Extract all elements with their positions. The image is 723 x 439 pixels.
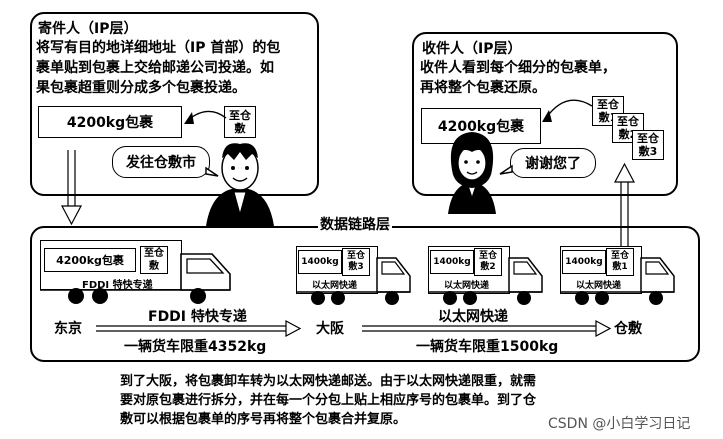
down-arrow [61,150,82,226]
sender-curved-arrow [187,110,227,121]
fddi-truck-cargo: 4200kg包裹 [44,248,136,272]
ethernet-truck-cargo: 1400kg [562,250,606,274]
receiver-person-icon [448,132,496,214]
ethernet-truck-tag: 至仓敷1 [606,248,634,276]
fddi-truck-side-label: FDDI 特快专递 [82,280,153,291]
receiver-curved-arrow [545,99,593,119]
receiver-tag-3-line-1: 至仓 [637,132,659,145]
caption-line-3: 敷可以根据包裹单的序号再将整个包裹合并复原。 [120,412,407,427]
city-to-label: 仓敷 [614,321,642,337]
ethernet-truck-tag-line-2: 敷2 [480,262,496,272]
receiver-package: 4200kg包裹 [421,108,541,144]
ethernet-truck-side-label: 以太网快递 [576,281,622,291]
receiver-description-line-1: 收件人看到每个细分的包裹单， [420,60,616,76]
sender-tag-line-1: 至仓 [229,109,251,122]
ethernet-truck-cab-svg [428,257,543,305]
sender-address-tag: 至仓 敷 [224,106,256,138]
leg2-arrow [362,319,612,338]
ethernet-truck-tag-line-1: 至仓 [346,251,365,261]
caption-line-2: 要对原包裹进行拆分，并在每一个分包上贴上相应序号的包裹单。到了仓 [120,393,537,408]
receiver-tag-1-line-1: 至仓 [597,98,619,111]
ethernet-truck-tag: 至仓敷3 [342,248,370,276]
receiver-tag-3-line-2: 敷3 [638,145,658,158]
fddi-truck-tag-line-1: 至仓 [144,248,164,259]
receiver-title: 收件人（IP层） [420,38,524,58]
watermark: CSDN @小白学习日记 [548,416,691,432]
ethernet-truck-cargo: 1400kg [430,250,474,274]
sender-speech-bubble: 发往仓敷市 [112,146,210,178]
fddi-truck: 4200kg包裹 至仓 敷 FDDI 特快专递 [40,240,230,302]
ethernet-truck-side-label: 以太网快递 [444,281,490,291]
sender-description-line-2: 裹单贴到包裹上交给邮递公司投递。如 [36,60,274,76]
ethernet-truck-cab-svg [296,257,411,305]
ethernet-truck-cab-svg [560,257,675,305]
ethernet-truck-tag-line-2: 敷3 [348,262,364,272]
receiver-tag-2-line-1: 至仓 [617,115,639,128]
city-mid-label: 大阪 [316,321,344,337]
sender-tag-line-2: 敷 [234,122,246,135]
ethernet-truck-cargo: 1400kg [298,250,342,274]
ethernet-truck-tag-line-2: 敷1 [612,262,628,272]
receiver-speech-bubble: 谢谢您了 [510,148,596,178]
ethernet-truck-tag: 至仓敷2 [474,248,502,276]
fddi-truck-cab-svg [40,253,231,304]
leg1-arrow [96,319,302,338]
sender-package: 4200kg包裹 [38,106,182,138]
sender-description-line-3: 果包裹超重则分成多个包裹投递。 [36,80,246,96]
city-from-label: 东京 [54,321,82,337]
receiver-tag-3: 至仓 敷3 [632,130,664,160]
up-arrow [614,162,635,246]
leg1-name-label: FDDI 特快专递 [148,309,247,325]
leg1-limit-label: 一辆货车限重4352kg [124,339,267,355]
leg2-limit-label: 一辆货车限重1500kg [416,339,559,355]
ethernet-truck-side-label: 以太网快递 [312,281,358,291]
leg2-name-label: 以太网快递 [438,309,508,325]
sender-title: 寄件人（IP层） [36,18,140,38]
caption-line-1: 到了大阪，将包裹卸车转为以太网快递邮送。由于以太网快递限重，就需 [120,374,537,389]
receiver-description-line-2: 再将整个包裹还原。 [420,80,546,96]
ethernet-truck-tag-line-1: 至仓 [610,251,629,261]
sender-person-icon [206,143,274,226]
ethernet-truck-tag-line-1: 至仓 [478,251,497,261]
fddi-truck-tag-line-2: 敷 [149,261,159,272]
fddi-truck-tag: 至仓 敷 [140,246,168,274]
sender-description-line-1: 将写有目的地详细地址（IP 首部）的包 [36,40,281,56]
datalink-title: 数据链路层 [318,214,392,234]
